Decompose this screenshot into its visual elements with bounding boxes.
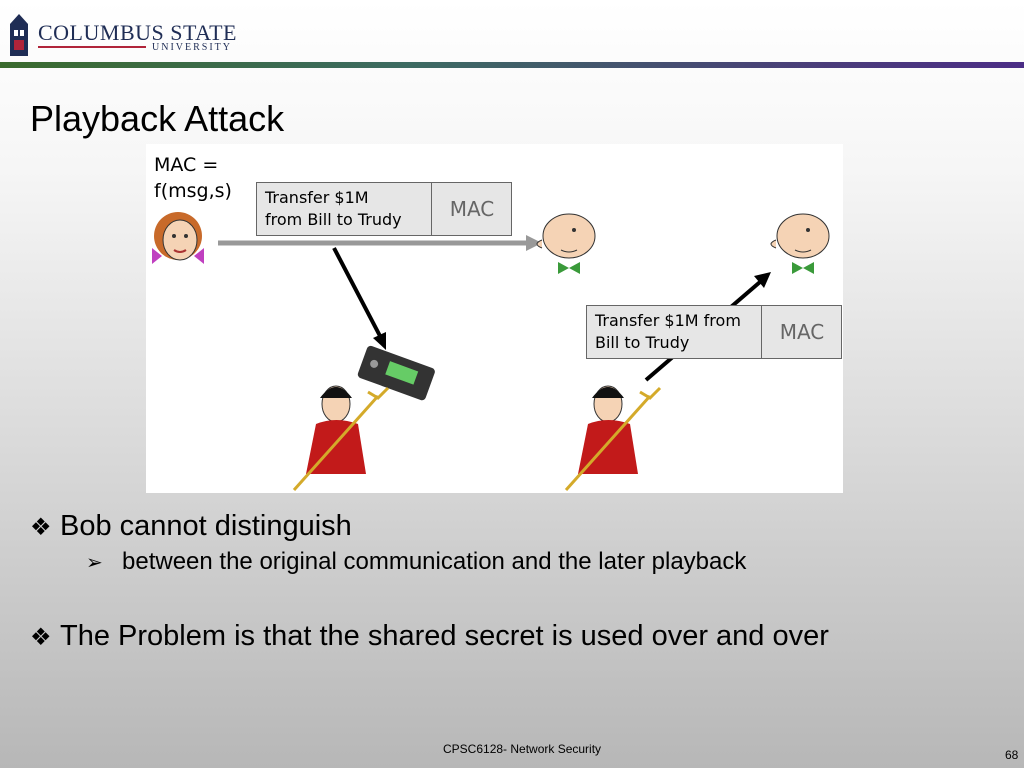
intercept-arrow [334,248,380,336]
footer-course: CPSC6128- Network Security [443,742,601,756]
mac-equation: MAC = f(msg,s) [154,152,232,204]
bob-icon [537,214,595,274]
sub-bullet-playback: ➢between the original communication and … [86,548,746,576]
trudy-icon-playback [566,386,660,490]
arrow-bullet-icon: ➢ [86,550,122,575]
replayed-message-box: Transfer $1M from Bill to Trudy MAC [586,305,842,359]
playback-attack-diagram: MAC = f(msg,s) Transfer $1M from Bill to… [146,144,843,493]
bullet-text: The Problem is that the shared secret is… [60,620,829,652]
mac-equation-line2: f(msg,s) [154,178,232,204]
sub-bullet-text: between the original communication and t… [122,548,746,575]
page-number: 68 [1005,748,1018,762]
bullet-bob: ❖Bob cannot distinguish [30,510,352,543]
logo-divider [38,46,146,48]
university-logo: COLUMBUS STATE UNIVERSITY [4,12,234,60]
original-message-box: Transfer $1M from Bill to Trudy MAC [256,182,512,236]
slide-header: COLUMBUS STATE UNIVERSITY [0,0,1024,68]
trudy-icon [294,386,388,490]
original-message-line2: from Bill to Trudy [265,209,402,231]
alice-icon [152,212,204,264]
replayed-mac-cell: MAC [761,306,842,358]
original-message-text: Transfer $1M from Bill to Trudy [265,187,402,231]
diamond-bullet-icon: ❖ [30,623,60,652]
diamond-bullet-icon: ❖ [30,513,60,542]
replayed-message-line2: Bill to Trudy [595,332,741,354]
bob-icon-playback [771,214,829,274]
header-rule [0,62,1024,68]
logo-subtitle: UNIVERSITY [152,42,232,53]
mac-equation-line1: MAC = [154,152,232,178]
bullet-problem: ❖The Problem is that the shared secret i… [30,620,829,653]
bullet-text: Bob cannot distinguish [60,510,352,542]
replayed-message-line1: Transfer $1M from [595,310,741,332]
slide-title: Playback Attack [30,98,284,140]
original-mac-cell: MAC [431,183,512,235]
tower-icon [4,12,34,58]
original-message-line1: Transfer $1M [265,187,402,209]
replayed-message-text: Transfer $1M from Bill to Trudy [595,310,741,354]
